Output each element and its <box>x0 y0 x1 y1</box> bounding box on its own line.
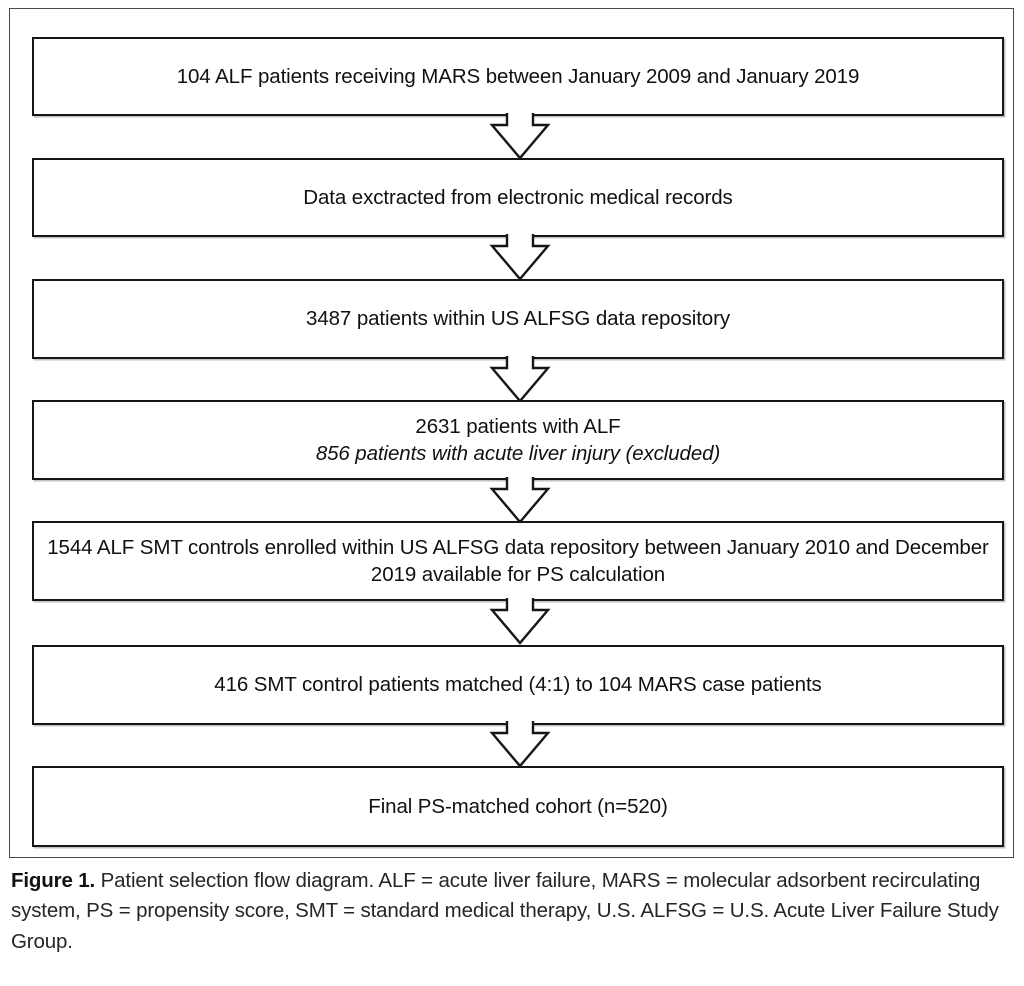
diagram-outer-frame: 104 ALF patients receiving MARS between … <box>9 8 1014 858</box>
flow-box-line: 1544 ALF SMT controls enrolled within US… <box>47 535 989 586</box>
flow-box-alf-patients: 2631 patients with ALF 856 patients with… <box>32 400 1004 480</box>
figure-caption: Figure 1. Patient selection flow diagram… <box>11 866 1011 957</box>
flow-arrow-down-6 <box>487 721 553 768</box>
flow-box-line: 3487 patients within US ALFSG data repos… <box>306 307 730 331</box>
figure-caption-text: Patient selection flow diagram. ALF = ac… <box>11 869 999 953</box>
flow-box-line: 2631 patients with ALF <box>415 414 621 438</box>
flow-box-line-excluded: 856 patients with acute liver injury (ex… <box>315 442 721 465</box>
flow-box-data-extraction: Data exctracted from electronic medical … <box>32 158 1004 237</box>
flow-box-line: 104 ALF patients receiving MARS between … <box>176 64 860 88</box>
flow-box-line: 416 SMT control patients matched (4:1) t… <box>214 673 822 697</box>
flow-arrow-down-2 <box>487 234 553 281</box>
flow-box-mars-cohort: 104 ALF patients receiving MARS between … <box>32 37 1004 116</box>
flow-arrow-down-3 <box>487 356 553 403</box>
flow-arrow-down-5 <box>487 598 553 645</box>
flow-box-line: Final PS-matched cohort (n=520) <box>368 794 668 818</box>
flow-box-final-cohort: Final PS-matched cohort (n=520) <box>32 766 1004 847</box>
figure-caption-label: Figure 1. <box>11 869 96 892</box>
flow-arrow-down-4 <box>487 477 553 524</box>
flow-box-smt-controls: 1544 ALF SMT controls enrolled within US… <box>32 521 1004 601</box>
flow-box-matched-controls: 416 SMT control patients matched (4:1) t… <box>32 645 1004 725</box>
flow-arrow-down-1 <box>487 113 553 160</box>
flow-box-line: Data exctracted from electronic medical … <box>303 185 733 209</box>
flow-box-alfsg-repository: 3487 patients within US ALFSG data repos… <box>32 279 1004 359</box>
